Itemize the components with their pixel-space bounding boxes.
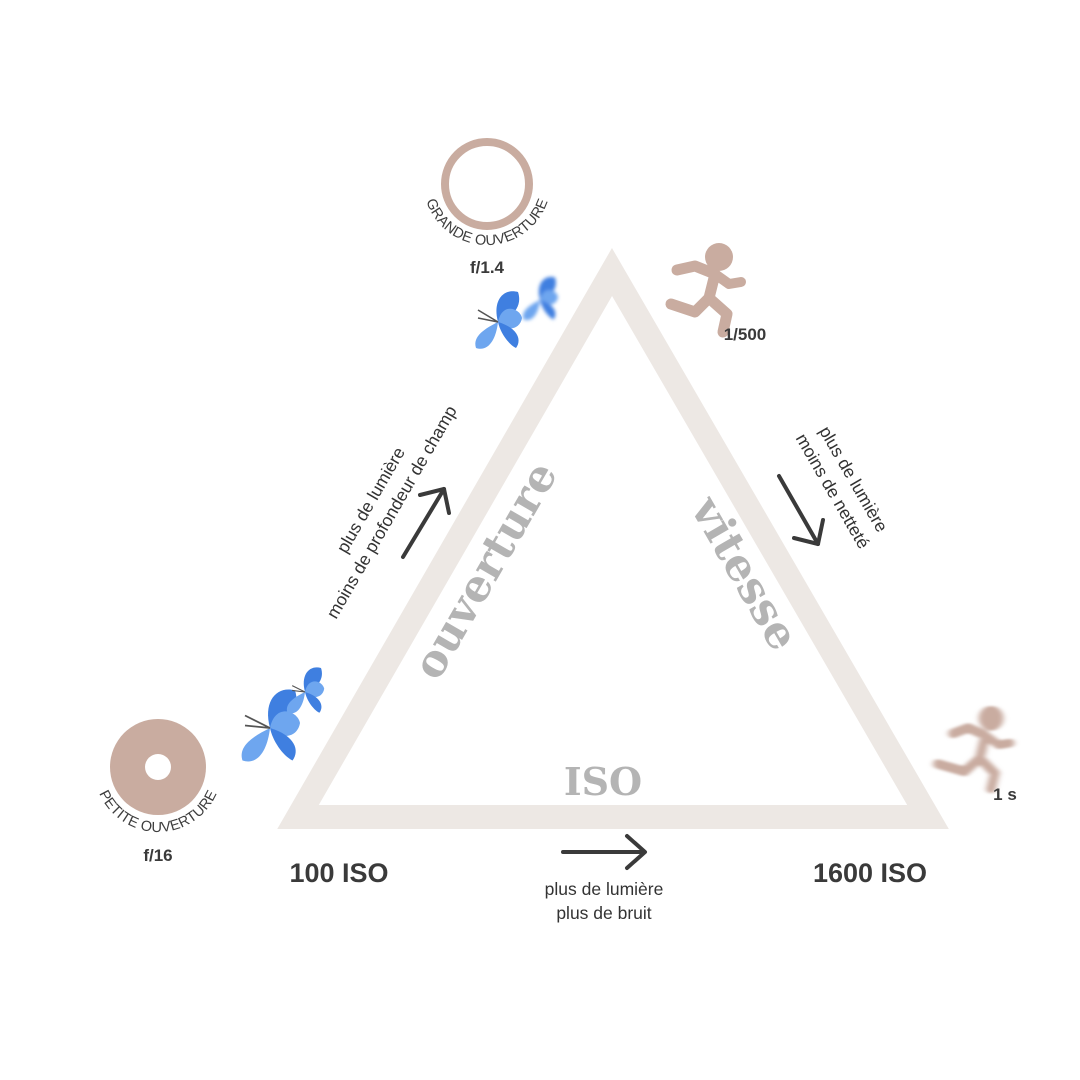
large-aperture-value: f/1.4 bbox=[470, 258, 505, 277]
iso-side-label: ISO bbox=[564, 759, 642, 804]
iso-low-value: 100 ISO bbox=[289, 858, 388, 888]
running-person-motion-blur-icon bbox=[933, 705, 1015, 794]
iso-arrow-icon bbox=[561, 834, 647, 870]
slow-speed-value: 1 s bbox=[993, 785, 1017, 804]
large-aperture-group: GRANDE OUVERTURE f/1.4 bbox=[422, 138, 552, 277]
aperture-arrow-icon bbox=[401, 487, 451, 559]
iso-high-value: 1600 ISO bbox=[813, 858, 927, 888]
small-aperture-value: f/16 bbox=[143, 846, 172, 865]
iso-note-line1: plus de lumière bbox=[545, 879, 664, 899]
fast-speed-value: 1/500 bbox=[724, 325, 767, 344]
butterfly-sharp-1 bbox=[241, 689, 300, 762]
butterflies-sharp-icon bbox=[241, 667, 325, 762]
iso-note-line2: plus de bruit bbox=[556, 903, 651, 923]
butterflies-blurred-icon bbox=[475, 276, 558, 349]
butterfly-sharp-large bbox=[475, 291, 522, 349]
speed-note: plus de lumière moins de netteté bbox=[792, 423, 892, 552]
open-aperture-ring-icon bbox=[441, 138, 533, 230]
small-aperture-group: PETITE OUVERTURE f/16 bbox=[95, 719, 220, 865]
butterfly-sharp-2 bbox=[286, 667, 325, 714]
running-person-icon bbox=[665, 243, 746, 338]
exposure-triangle bbox=[277, 248, 949, 829]
butterfly-blurred-small bbox=[522, 276, 558, 321]
speed-arrow-icon bbox=[777, 474, 825, 546]
small-aperture-hole bbox=[145, 754, 171, 780]
